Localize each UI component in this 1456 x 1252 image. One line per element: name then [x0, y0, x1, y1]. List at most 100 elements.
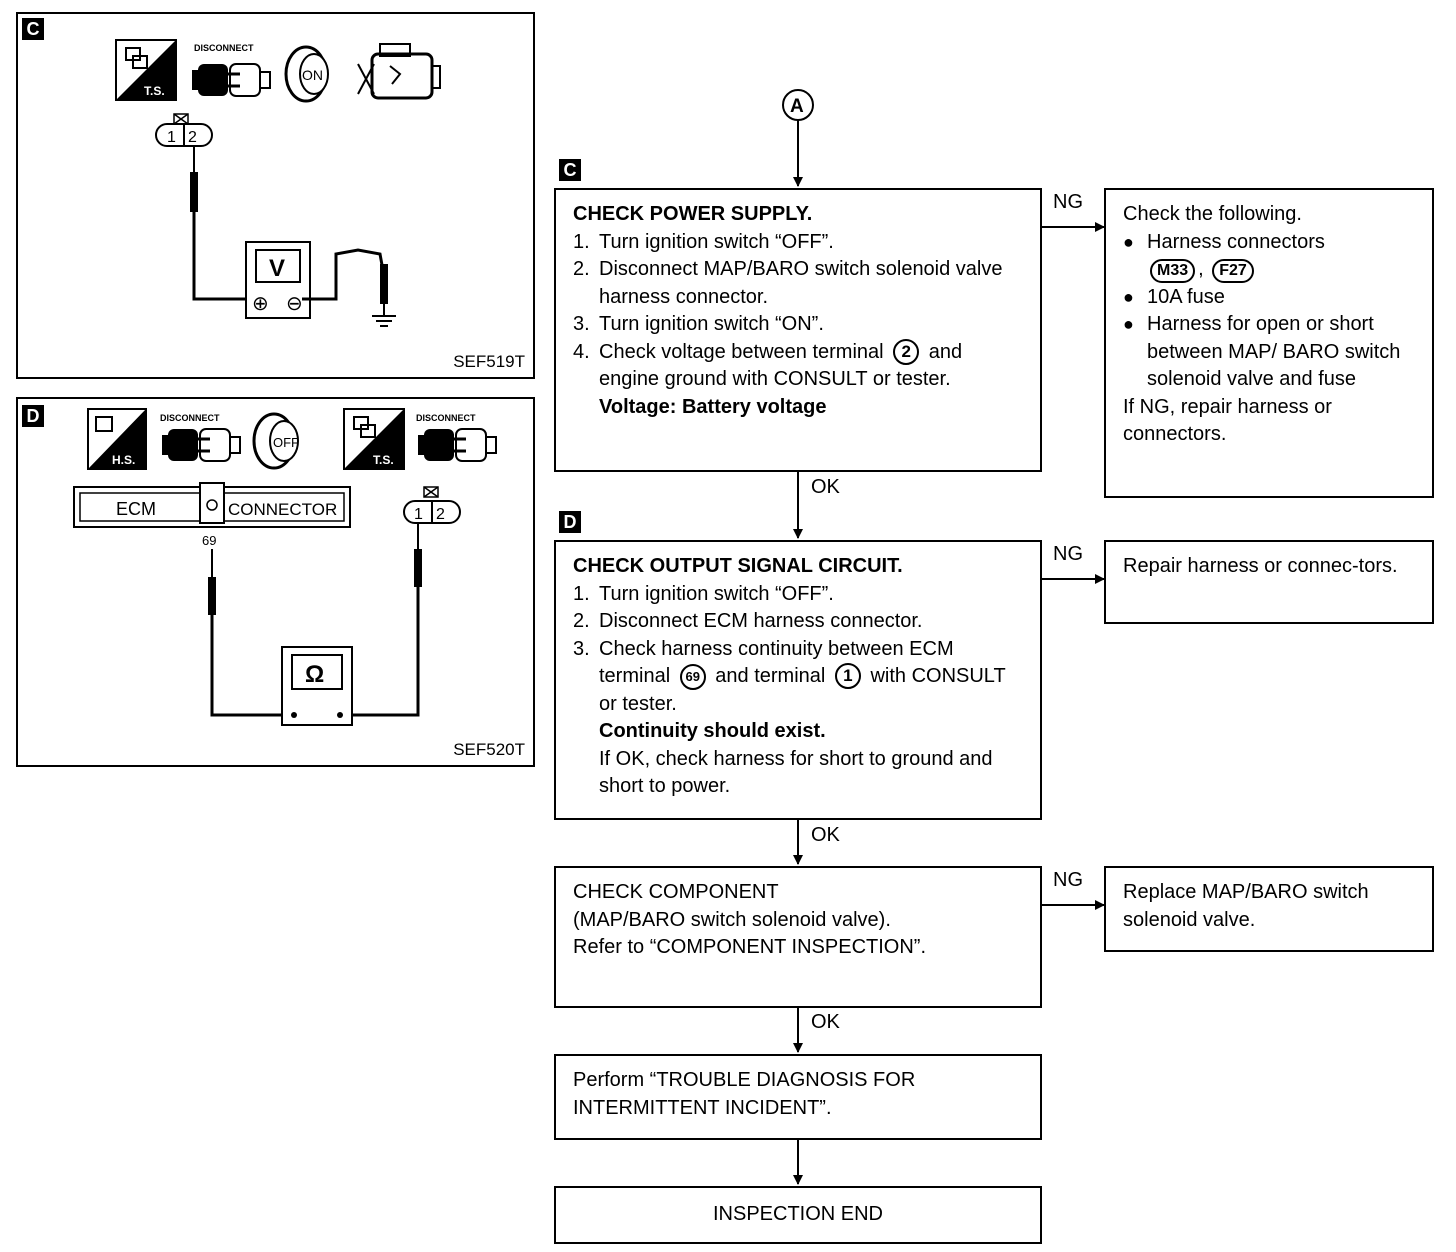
step-number: 3.: [573, 637, 590, 660]
panel-c-tag: C: [22, 18, 44, 40]
panel-c-code: SEF519T: [453, 352, 525, 371]
ng-label-comp: NG: [1053, 869, 1083, 891]
ng-label-d: NG: [1053, 543, 1083, 565]
ng-replace-box: Replace MAP/BARO switch solenoid valve.: [1104, 866, 1434, 952]
ng-c-outro: If NG, repair harness or connectors.: [1123, 395, 1332, 446]
disconnect-label-2: DISCONNECT: [416, 413, 476, 423]
wire-left: [210, 615, 286, 717]
step3-text-b: and terminal: [715, 665, 826, 687]
step-c-title: CHECK POWER SUPPLY.: [573, 203, 813, 225]
short-check-note: If OK, check harness for short to ground…: [599, 747, 993, 798]
component-line-3: Refer to “COMPONENT INSPECTION”.: [573, 936, 927, 958]
bullet-icon: ●: [1123, 314, 1134, 334]
step-d-item: 1. Turn ignition switch “OFF”.: [573, 581, 1026, 609]
hs-icon: H.S.: [87, 408, 147, 470]
meter-v-label: V: [269, 255, 285, 282]
check-output-signal-box: CHECK OUTPUT SIGNAL CIRCUIT. 1. Turn igni…: [554, 540, 1042, 820]
panel-c-diagram: C T.S. DISCONNECT ON: [16, 12, 535, 379]
panel-d-code: SEF520T: [453, 740, 525, 759]
hs-label: H.S.: [112, 453, 135, 467]
panel-d-diagram: D H.S. DISCONNECT OFF T.S.: [16, 397, 535, 767]
fuse-text: 10A fuse: [1147, 285, 1225, 308]
ng-comp-text: Replace MAP/BARO switch solenoid valve.: [1123, 881, 1369, 931]
wire-right: [348, 587, 420, 717]
ohmmeter-icon: Ω: [281, 646, 353, 726]
start-node-label: A: [790, 96, 804, 117]
step-text: Turn ignition switch “OFF”.: [599, 582, 834, 605]
ecm-connector: ECM CONNECTOR: [73, 482, 351, 528]
step-number: 1.: [573, 582, 590, 605]
perform-text: Perform “TROUBLE DIAGNOSIS FOR INTERMITT…: [573, 1069, 916, 1119]
ts-label: T.S.: [373, 453, 394, 467]
separator: ,: [1198, 258, 1204, 280]
harness-connectors-text: Harness connectors: [1147, 230, 1325, 253]
bullet-icon: ●: [1123, 286, 1134, 307]
step3-text-c: with CONSULT or tester.: [599, 665, 1006, 715]
key-off-label: OFF: [273, 435, 299, 450]
ecm-label: ECM: [116, 499, 156, 519]
step3-text-a: Check harness continuity between ECM ter…: [599, 637, 954, 688]
step-number: 4.: [573, 340, 590, 363]
inspection-end-box: INSPECTION END: [554, 1186, 1042, 1244]
disconnect-label-1: DISCONNECT: [160, 413, 220, 423]
probe-positive: [190, 172, 198, 212]
connector-m33-badge: M33: [1150, 259, 1196, 283]
ignition-key-icon: ON: [284, 45, 329, 103]
step-number: 2.: [573, 258, 590, 280]
ng-check-following-box: Check the following. ● Harness connector…: [1104, 188, 1434, 498]
panel-d-svg: H.S. DISCONNECT OFF T.S. DISCONNECT: [73, 408, 497, 726]
check-component-box: CHECK COMPONENT (MAP/BARO switch solenoi…: [554, 866, 1042, 1008]
engine-icon: [357, 43, 441, 100]
probe-negative: [380, 264, 388, 304]
minus-terminal: ⊖: [286, 293, 303, 315]
inspection-end-text: INSPECTION END: [712, 1203, 884, 1225]
disconnect-icon: DISCONNECT: [192, 43, 271, 97]
pin-2-label: 2: [188, 129, 197, 146]
ok-label-c: OK: [811, 476, 840, 498]
step-number: 1.: [573, 230, 590, 253]
perform-trouble-diagnosis-box: Perform “TROUBLE DIAGNOSIS FOR INTERMITT…: [554, 1054, 1042, 1140]
ng-c-intro: Check the following.: [1123, 203, 1302, 225]
probe-right: [414, 549, 422, 587]
wire-negative: [302, 248, 386, 301]
step-d-title: CHECK OUTPUT SIGNAL CIRCUIT.: [573, 555, 903, 577]
connector-label: CONNECTOR: [228, 500, 337, 519]
component-line-2: (MAP/BARO switch solenoid valve).: [573, 908, 891, 931]
bullet-icon: ●: [1123, 231, 1134, 252]
terminal-69-badge: 69: [679, 664, 706, 690]
ts-label: T.S.: [144, 84, 165, 98]
pin-1-label: 1: [167, 129, 176, 146]
panel-c-svg: T.S. DISCONNECT ON: [115, 39, 441, 327]
ts-icon: T.S.: [343, 408, 405, 470]
pin-1-label: 1: [414, 506, 423, 523]
step-c-item: 3.Turn ignition switch “ON”.: [573, 311, 1026, 339]
harness-open-short-text: Harness for open or short between MAP/ B…: [1147, 313, 1401, 390]
step-d-tag: D: [559, 511, 581, 533]
step-c-item: 2. Disconnect MAP/BARO switch solenoid va…: [573, 256, 1026, 311]
ng-c-bullet: ● 10A fuse: [1123, 284, 1418, 312]
step-text: Disconnect MAP/BARO switch solenoid valv…: [599, 258, 1003, 308]
step-c-item: 1. Turn ignition switch “OFF”.: [573, 229, 1026, 257]
terminal-2-badge: 2: [893, 338, 920, 365]
harness-connector-icon: 1 2: [155, 113, 213, 147]
step4-text-b: and engine ground with CONSULT or tester…: [599, 340, 963, 391]
start-node-circle: [782, 89, 814, 121]
step-c-tag: C: [559, 159, 581, 181]
key-on-label: ON: [302, 67, 323, 83]
ng-c-bullet: ● Harness for open or short between MAP/ …: [1123, 311, 1418, 394]
step-number: 2.: [573, 610, 590, 632]
ts-icon: T.S.: [115, 39, 177, 101]
step-number: 3.: [573, 313, 590, 335]
component-line-1: CHECK COMPONENT: [573, 881, 779, 903]
ng-c-bullet: ● Harness connectors M33, F27: [1123, 229, 1418, 284]
probe-left: [208, 577, 216, 615]
ok-label-comp: OK: [811, 1011, 840, 1033]
step-d-item: 2.Disconnect ECM harness connector.: [573, 608, 1026, 636]
wire-positive: [192, 212, 250, 301]
step-c-item: 4. Check voltage between terminal 2 and …: [573, 338, 1026, 422]
step-text: Check harness continuity between ECM ter…: [599, 636, 1026, 801]
ok-label-d: OK: [811, 824, 840, 846]
pin-2-label: 2: [436, 506, 445, 523]
disconnect-icon: DISCONNECT: [160, 413, 241, 462]
step-text: Turn ignition switch “OFF”.: [599, 230, 834, 253]
